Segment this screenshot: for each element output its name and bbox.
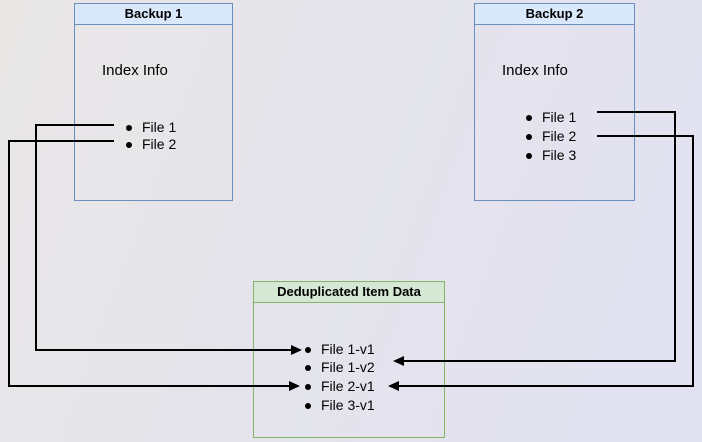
connector-segment bbox=[35, 124, 37, 351]
connector-segment bbox=[35, 349, 291, 351]
bullet-icon bbox=[305, 364, 311, 371]
connector-segment bbox=[8, 140, 114, 142]
list-item-label: File 2 bbox=[142, 136, 177, 152]
arrowhead-icon bbox=[393, 356, 404, 366]
list-item: File 1-v1 bbox=[305, 340, 375, 358]
list-item-label: File 3-v1 bbox=[321, 397, 375, 413]
backup2-title: Backup 2 bbox=[525, 6, 584, 21]
list-item: File 3 bbox=[526, 146, 576, 164]
list-item-label: File 2-v1 bbox=[321, 378, 375, 394]
list-item-label: File 1 bbox=[142, 119, 177, 135]
connector-segment bbox=[692, 135, 694, 387]
bullet-icon bbox=[526, 152, 532, 159]
connector-segment bbox=[35, 124, 114, 126]
backup1-index-info-label: Index Info bbox=[102, 62, 168, 79]
connector-segment bbox=[674, 111, 676, 362]
backup2-header: Backup 2 bbox=[475, 4, 634, 25]
bullet-icon bbox=[126, 124, 132, 131]
list-item-label: File 2 bbox=[542, 128, 577, 144]
list-item: File 1 bbox=[526, 108, 576, 126]
backup2-index-info-label: Index Info bbox=[502, 62, 568, 79]
bullet-icon bbox=[305, 402, 311, 409]
list-item: File 1-v2 bbox=[305, 358, 375, 376]
connector-segment bbox=[404, 360, 676, 362]
backup1-title: Backup 1 bbox=[124, 6, 183, 21]
bullet-icon bbox=[526, 133, 532, 140]
connector-segment bbox=[8, 385, 289, 387]
connector-segment bbox=[597, 135, 694, 137]
bullet-icon bbox=[305, 383, 311, 390]
list-item-label: File 3 bbox=[542, 147, 577, 163]
list-item: File 3-v1 bbox=[305, 396, 375, 414]
bullet-icon bbox=[126, 141, 132, 148]
list-item: File 2 bbox=[526, 127, 576, 145]
backup2-box: Backup 2 Index Info File 1 File 2 File 3 bbox=[474, 3, 635, 201]
list-item: File 2 bbox=[126, 135, 176, 153]
list-item: File 2-v1 bbox=[305, 377, 375, 395]
arrowhead-icon bbox=[289, 381, 300, 391]
bullet-icon bbox=[305, 346, 311, 353]
list-item-label: File 1-v1 bbox=[321, 341, 375, 357]
dedup-header: Deduplicated Item Data bbox=[254, 282, 444, 303]
arrowhead-icon bbox=[291, 345, 302, 355]
dedup-title: Deduplicated Item Data bbox=[277, 284, 421, 299]
connector-segment bbox=[8, 140, 10, 387]
backup1-header: Backup 1 bbox=[75, 4, 232, 25]
arrowhead-icon bbox=[388, 381, 399, 391]
dedup-box: Deduplicated Item Data File 1-v1 File 1-… bbox=[253, 281, 445, 438]
list-item-label: File 1-v2 bbox=[321, 359, 375, 375]
list-item-label: File 1 bbox=[542, 109, 577, 125]
bullet-icon bbox=[526, 114, 532, 121]
connector-segment bbox=[597, 111, 676, 113]
connector-segment bbox=[399, 385, 694, 387]
list-item: File 1 bbox=[126, 118, 176, 136]
backup1-box: Backup 1 Index Info File 1 File 2 bbox=[74, 3, 233, 201]
